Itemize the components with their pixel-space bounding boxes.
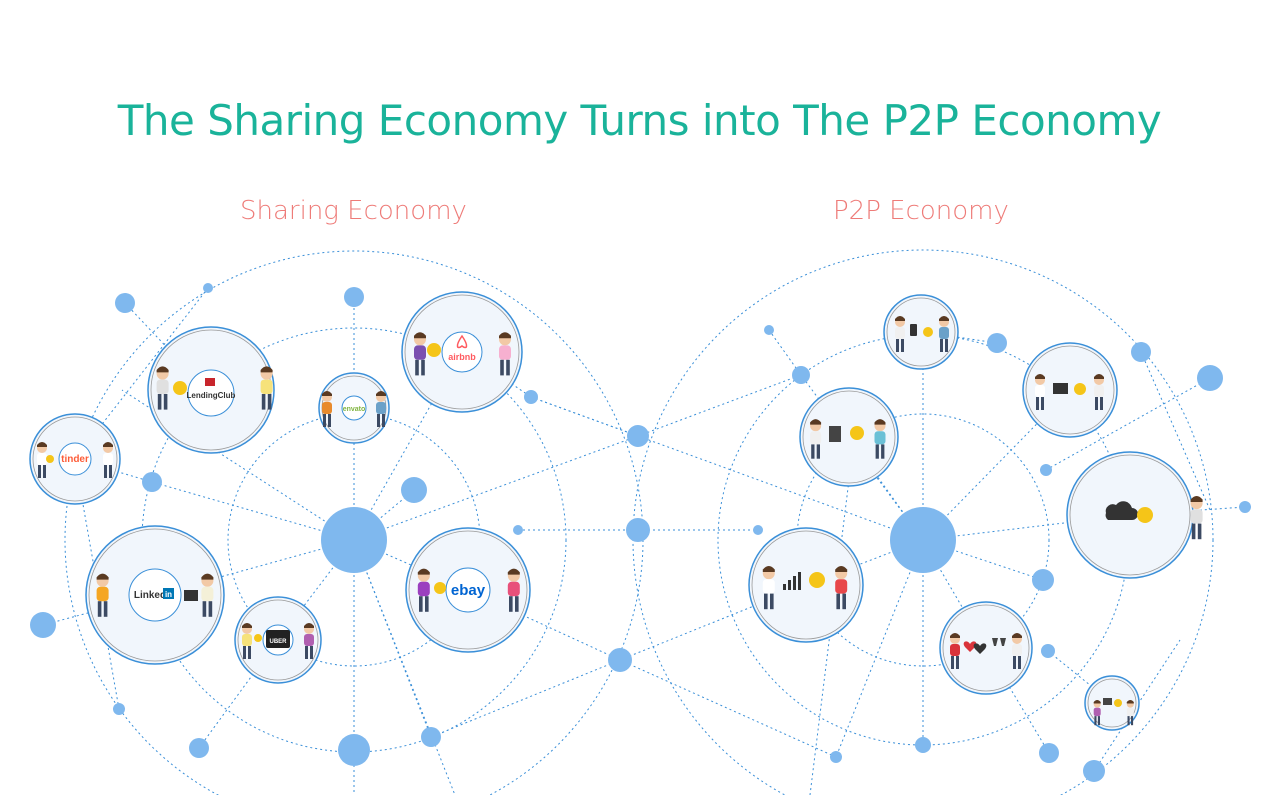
ebay-logo: ebay — [451, 582, 486, 599]
uber-bubble: UBER — [234, 596, 322, 684]
p2p-briefcase-bubble — [1022, 342, 1118, 438]
linkedin-logo: Linked — [134, 590, 166, 601]
monitor-icon — [1103, 698, 1112, 705]
lendingclub-logo: LendingClub — [187, 391, 236, 400]
cloud-icon — [1105, 501, 1138, 520]
briefcase-icon — [1053, 383, 1068, 394]
tinder-logo: tinder — [61, 454, 89, 465]
uber-logo: UBER — [269, 639, 287, 645]
p2p-economy-heading: P2P Economy — [833, 196, 1009, 226]
heart-icon-2 — [973, 643, 987, 654]
phone-icon — [910, 324, 917, 336]
p2p-chart-bubble — [748, 527, 864, 643]
tinder-bubble: tinder — [29, 413, 121, 505]
linkedin-bubble: Linked in — [85, 525, 225, 665]
heart-icon — [963, 641, 977, 652]
ebay-bubble: ebay — [405, 527, 531, 653]
envato-bubble: envato — [318, 372, 390, 444]
p2p-idcard-bubble — [799, 387, 899, 487]
lendingclub-bubble: LendingClub — [147, 326, 275, 454]
airbnb-logo: airbnb — [448, 352, 476, 362]
p2p-phone-bubble — [883, 294, 959, 370]
p2p-cloud-bubble — [1066, 451, 1203, 579]
coin-icon — [923, 327, 933, 337]
id-card-icon — [829, 426, 841, 442]
bar-chart-icon — [783, 572, 801, 590]
network-nodes — [30, 283, 1251, 782]
linkedin-in-logo: in — [165, 590, 172, 599]
p2p-dating-bubble — [939, 601, 1033, 695]
p2p-small-bubble — [1084, 675, 1140, 731]
coin-icon — [809, 572, 825, 588]
glasses-icon — [992, 638, 1006, 646]
coin-icon — [1137, 507, 1153, 523]
coin-icon — [850, 426, 864, 440]
page-title: The Sharing Economy Turns into The P2P E… — [117, 96, 1162, 145]
coin-icon — [1114, 699, 1122, 707]
envato-logo: envato — [343, 406, 366, 413]
coin-icon — [1074, 383, 1086, 395]
sharing-economy-heading: Sharing Economy — [240, 196, 467, 226]
airbnb-bubble: airbnb — [401, 291, 523, 413]
